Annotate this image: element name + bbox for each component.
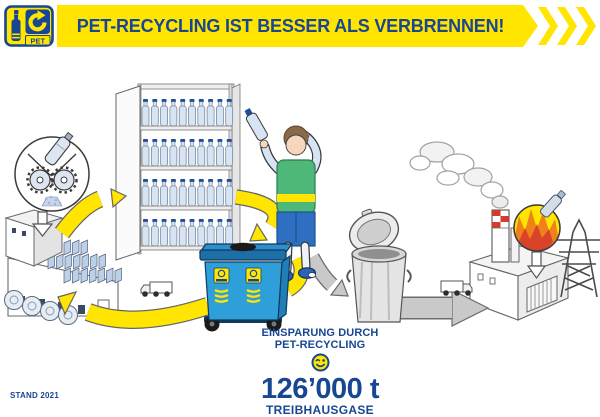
arrow-down-icon — [31, 211, 54, 237]
waste-bin — [346, 208, 412, 323]
arrow-down-icon — [526, 251, 547, 280]
savings-line2: PET-RECYCLING — [274, 339, 366, 351]
bottle-shredder-inset — [14, 131, 90, 237]
bottle-in-fire-icon — [539, 190, 566, 218]
header-banner: PET PET-RECYCLING IST BESSER ALS VERBREN… — [4, 5, 596, 47]
pet-flakes — [41, 195, 63, 207]
bottle-into-shredder-icon — [44, 131, 74, 166]
pet-collection-bin — [198, 242, 294, 332]
headline-bar: PET-RECYCLING IST BESSER ALS VERBRENNEN! — [57, 5, 538, 47]
headline-text: PET-RECYCLING IST BESSER ALS VERBRENNEN! — [76, 15, 505, 36]
bottle-shelf — [115, 83, 241, 261]
incineration-plant — [468, 209, 570, 321]
chevron-arrows-icon — [538, 7, 596, 45]
waste-bin-lid — [348, 208, 400, 253]
savings-line1: EINSPARUNG DURCH — [261, 327, 379, 339]
bottle-bales — [4, 290, 78, 325]
truck-icon — [140, 281, 173, 298]
savings-callout: EINSPARUNG DURCH PET-RECYCLING 126’000 t… — [225, 327, 415, 417]
recycling-loop-arrows — [54, 188, 310, 329]
pet-logo-text: PET — [31, 36, 46, 45]
pet-logo: PET — [4, 5, 54, 47]
burning-bottle-inset — [513, 190, 566, 280]
winking-smiley-icon — [311, 353, 329, 372]
smoke-clouds — [409, 141, 509, 209]
truck-icon — [440, 280, 473, 297]
pet-bottle-icon — [11, 10, 21, 41]
shredder-gears-icon — [26, 166, 78, 194]
bin-pet-decal — [213, 267, 262, 284]
waste-route-arrows — [305, 253, 490, 327]
chimney-icon — [491, 209, 520, 263]
bin-chevron-stripes — [214, 289, 261, 303]
pet-recycling-arrow-icon — [25, 9, 50, 34]
stand-label: STAND 2021 — [10, 391, 59, 400]
savings-amount: 126’000 t — [260, 373, 380, 405]
power-pylon-icon — [556, 218, 600, 298]
pet-bottle-in-hand-icon — [244, 108, 268, 141]
